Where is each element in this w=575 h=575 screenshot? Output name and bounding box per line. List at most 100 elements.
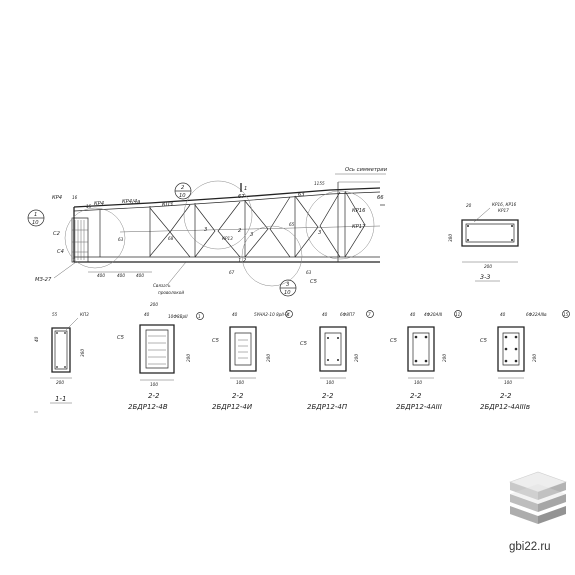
section-2-2-3-mark: 7 [368,312,371,317]
section-3-3-title: 3-3 [480,273,490,281]
section-2-2-3-caption: 2БДР12-4П [307,403,348,411]
section-2-2-5-mark: 15 [563,312,569,317]
section-2-2-5-caption: 2БДР12-4АIIIв [480,403,530,411]
section-2-2-1-side-dim: 200 [186,354,191,362]
opening-4-left [295,196,318,257]
label-kp3: КП3 [162,202,173,208]
section-1-1-top-dim: 55 [52,312,58,317]
opening-2-right [218,202,240,257]
label-kp4: КР4 [52,195,62,201]
section-1-1-outline [52,328,70,372]
svg-text:1: 1 [34,212,37,218]
section-2-2-3-side-dim: 200 [354,354,359,362]
section-3-3-outline [462,220,518,246]
mark-68: 68 [168,236,174,241]
detail-circle-1 [65,208,125,268]
section-2-2-4-title: 2-2 [410,392,422,400]
label-kp4-b: КР4 [94,201,104,207]
section-2-2-5: 40 6Ф22АIIIв 15 С5 200 100 2-2 2БДР12-4А… [480,311,570,411]
opening-4-right [320,192,340,257]
label-axis-symmetry: Ось симметрии [345,167,388,173]
section-2-2-3-bottom-dim: 100 [326,380,334,385]
section-2-2-5-label: 6Ф22АIIIв [526,312,547,317]
section-2-2-2-caption: 2БДР12-4И [212,403,253,411]
mark-67-bottom: 67 [229,270,235,275]
section-1-1-label: КП3 [80,312,89,317]
svg-text:2: 2 [181,185,184,191]
mark-67-top: 67 [238,194,245,200]
opening-1-right [170,205,190,257]
dim-3-3-380: 380 [448,234,453,242]
support-block [72,218,88,262]
svg-text:10: 10 [32,220,39,226]
section-2-2-4: 40 4Ф20АIII 11 С5 200 100 2-2 2БДР12-4АI… [390,311,462,411]
opening-1-left [150,208,170,256]
section-2-2-3: 40 6Ф8П7 7 С5 200 100 2-2 2БДР12-4П [300,311,374,411]
section-1-1-left-dim: 40 [34,336,39,342]
section-3-3-inner [466,224,514,242]
section-2-2-2-top-dim: 40 [232,312,238,317]
section-2-2-1-outline [140,325,174,373]
mark-3b: 3 [250,232,253,238]
dim-1155: 1155 [314,181,325,186]
section-2-2-2-label: 5УНА2-10 8рII-3 [254,312,288,317]
svg-text:3: 3 [286,282,289,288]
mark-3a: 3 [204,227,207,233]
label-c5: С5 [310,279,318,285]
mark-63-top: 63 [298,192,305,198]
section-2-2-1-bottom-dim: 100 [150,382,158,387]
section-2-2-5-title: 2-2 [500,392,512,400]
svyazat-leader [168,262,186,284]
mark-65: 65 [289,222,295,227]
section-mark-1-bottom: 1 [238,258,241,264]
mark-63-bottom: 63 [306,270,312,275]
label-kp17: КР17 [352,224,366,230]
web-diagonals [100,191,380,257]
section-2-2-3-label: 6Ф8П7 [340,312,355,317]
section-2-2-1-c5: С5 [117,335,125,341]
section-2-2-5-outline [498,327,524,371]
section-2-2-5-bottom-dim: 100 [504,380,512,385]
section-1-1-inner [55,331,67,369]
section-mark-1-top: 1 [244,186,247,192]
section-1-1-bottom-dim: 200 [56,380,64,385]
section-1-1-side-dim: 360 [80,349,85,357]
section-2-2-1-top-dim: 40 [144,312,150,317]
detail-circle-2 [184,181,252,249]
mark-16: 16 [72,195,78,200]
section-2-2-2-outline [230,327,256,371]
mark-3c: 3 [318,230,321,236]
label-provolokoy: проволокой [158,290,184,295]
mark-15: 15 [86,204,92,209]
dim-3-3-200: 200 [484,264,492,269]
detail-circle-3 [242,226,302,286]
section-2-2-2-bottom-dim: 100 [236,380,244,385]
callout-2: 2 10 [175,183,191,199]
dim-400-c: 400 [136,273,144,278]
beam-top-chord [74,188,380,207]
dim-400-a: 400 [97,273,105,278]
section-2-2-3-top-dim: 40 [322,312,328,317]
opening-3-left [245,201,268,257]
label-c2: С2 [53,231,60,237]
section-2-2-2-side-dim: 200 [266,354,271,362]
section-2-2-1-title: 2-2 [148,392,160,400]
section-2-2-1-caption: 2БДР12-4В [128,403,168,411]
opening-5-left [345,191,365,257]
label-kp16: КР16 [352,208,366,214]
section-2-2-4-mark: 11 [455,312,461,317]
section-2-2-1-top-dim2: 200 [150,302,158,307]
section-1-1-title: 1-1 [55,395,66,403]
callout-1: 1 10 [28,210,44,226]
dim-3-3-20: 20 [466,203,472,208]
mark-63-left: 63 [118,237,124,242]
section-2-2-5-top-dim: 40 [500,312,506,317]
site-logo[interactable]: gbi22.ru [509,471,567,553]
label-svyazat: Связать [153,283,171,288]
section-2-2-1-label: 10Ф8ВрII [168,314,188,319]
3-3-leader [474,208,490,222]
section-2-2-4-bottom-dim: 100 [414,380,422,385]
main-elevation-view: 1 10 2 10 3 10 Ось симметрии 1155 КР4 16… [28,167,388,296]
section-2-2-1: 200 40 10Ф8ВрII 1 С5 200 100 2-2 2БДР12-… [117,302,204,411]
